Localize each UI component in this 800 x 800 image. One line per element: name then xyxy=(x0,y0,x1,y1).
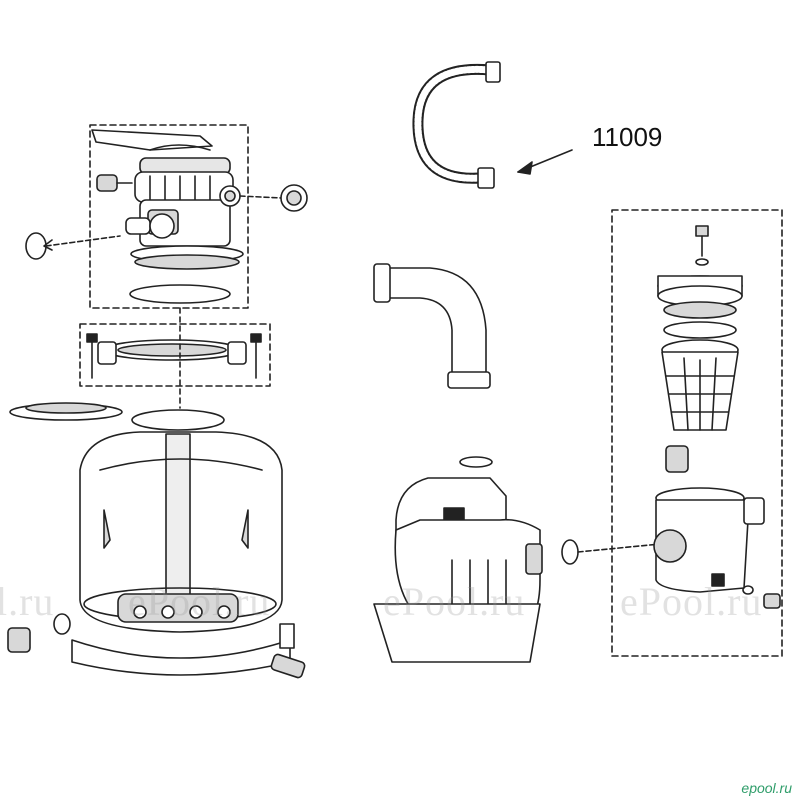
lid-knob xyxy=(695,225,709,266)
motor-to-housing-dash xyxy=(577,543,661,553)
watermark: l.ru xyxy=(0,579,55,624)
watermark: ePool.ru xyxy=(128,579,271,624)
drain-cap xyxy=(7,613,71,653)
part-number-label: 11009 xyxy=(592,122,663,152)
diffuser-plate xyxy=(9,402,123,421)
valve-o-ring xyxy=(129,284,231,304)
drain-plug xyxy=(742,585,781,609)
strainer-basket xyxy=(661,339,739,431)
union-nut xyxy=(665,445,689,473)
clamp xyxy=(86,333,262,379)
valve-group-frame xyxy=(89,124,249,309)
elbow-pipe xyxy=(373,263,491,389)
multiport-valve xyxy=(91,129,244,270)
valve-plug xyxy=(96,174,133,192)
sight-glass xyxy=(125,213,175,239)
strainer-lid-ring xyxy=(657,275,743,307)
pump-motor xyxy=(373,456,579,663)
pressure-gauge xyxy=(25,232,121,260)
hose-11009 xyxy=(412,61,501,189)
watermark: ePool.ru xyxy=(620,579,763,624)
filter-tank xyxy=(71,409,295,676)
drain-fitting xyxy=(270,653,306,679)
pump-housing xyxy=(653,487,765,593)
watermark: ePool.ru xyxy=(383,579,526,624)
strainer-group-frame xyxy=(611,209,783,657)
strainer-cover xyxy=(663,301,737,339)
clamp-group-frame xyxy=(79,323,271,387)
corner-logo[interactable]: epool.ru xyxy=(741,780,792,796)
valve-side-adapter xyxy=(239,184,308,212)
pointer-arrow xyxy=(517,149,573,175)
